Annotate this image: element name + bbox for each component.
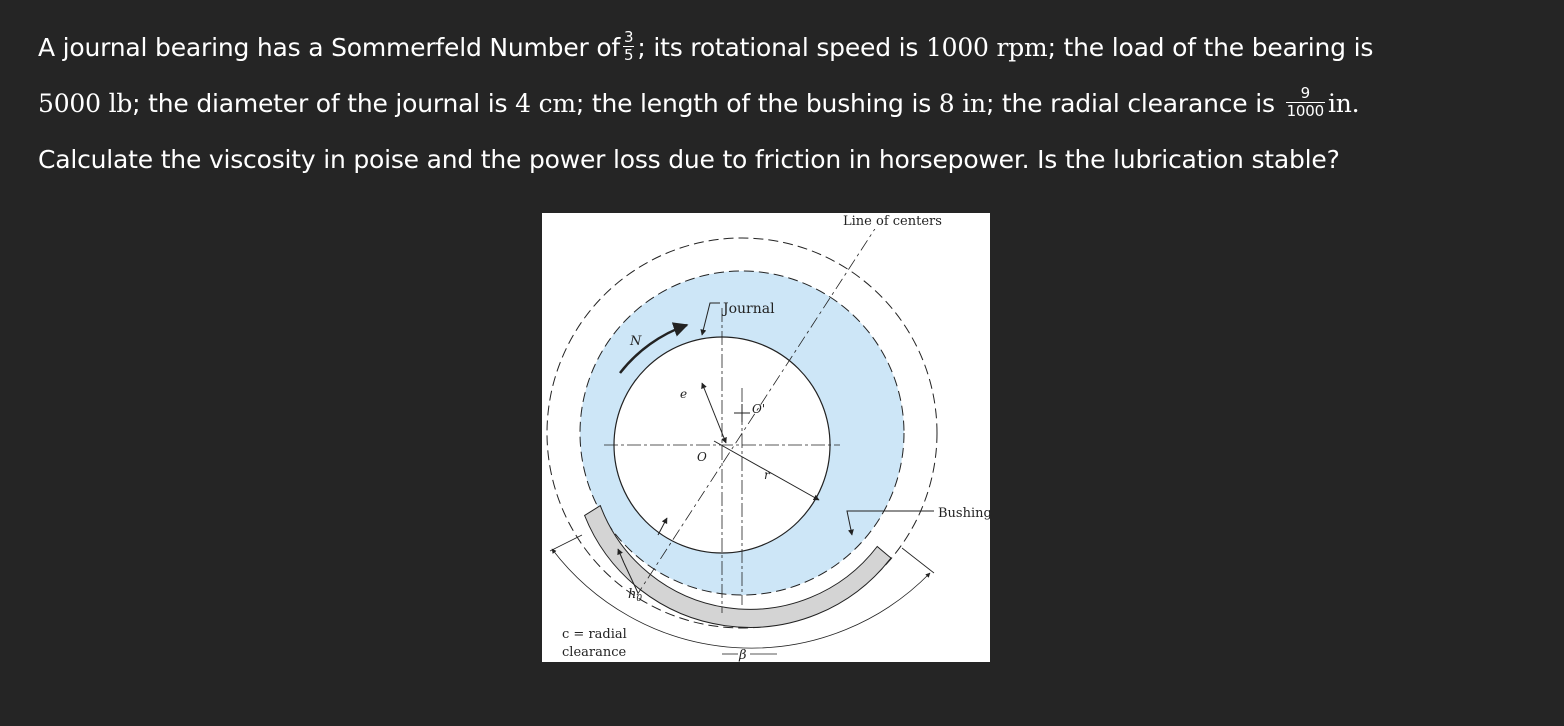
label-background [935,504,990,521]
bearing-diagram: Line of centers Journal Bushing N e O' O… [546,213,990,662]
problem-text: ; the length of the bushing is [575,89,939,118]
problem-statement: A journal bearing has a Sommerfeld Numbe… [38,20,1538,188]
load-value: 5000 lb [38,89,133,118]
speed-value: 1000 rpm [925,33,1048,62]
bushing-label: Bushing [938,506,990,521]
journal-label: Journal [721,301,775,317]
beta-arc-arrow [551,548,931,649]
bushing-leader [846,510,934,536]
bushing-outer-outline [546,237,938,629]
radial-clearance-label: c = radial [562,627,627,642]
journal-bearing-figure: Line of centers Journal Bushing N e O' O… [542,213,990,662]
min-film-thickness-label: h0 [628,587,642,604]
fraction-denominator: 5 [624,45,634,64]
problem-text: ; the diameter of the journal is [132,89,516,118]
problem-text: its rotational speed is [645,33,926,62]
h0-symbol: h [628,587,636,602]
radius-arrow [713,440,820,501]
beta-label: β [738,648,747,662]
h0-subscript: 0 [636,594,642,604]
problem-question: Calculate the viscosity in poise and the… [38,145,1340,174]
beta-extension-line [549,534,583,552]
problem-text: ; the load of the bearing is [1047,33,1374,62]
diameter-value: 4 cm [515,89,576,118]
line-of-centers [636,220,881,596]
label-background [838,213,944,229]
eccentricity-arrow [701,382,727,444]
problem-text: ; [637,33,646,62]
eccentricity-label: e [680,387,687,401]
fraction-numerator: 9 [1285,84,1325,103]
length-value: 8 in [938,89,986,118]
journal-leader [700,302,720,336]
problem-line-3: Calculate the viscosity in poise and the… [38,132,1538,188]
h0-arrow [657,517,668,536]
beta-extension-line [901,547,935,574]
radial-clearance-label-2: clearance [562,645,627,660]
bearing-center-label: O [697,450,707,464]
problem-line-1: A journal bearing has a Sommerfeld Numbe… [38,20,1538,76]
radius-label: r [764,468,771,482]
rotation-arrow [619,322,689,374]
journal-center-label: O' [752,402,765,416]
clearance-unit: in. [1327,89,1360,118]
problem-text: ; the radial clearance is [985,89,1283,118]
line-of-centers-label: Line of centers [843,214,942,229]
rotation-speed-label: N [629,334,642,349]
problem-text: A journal bearing has a Sommerfeld Numbe… [38,33,621,62]
fraction-denominator: 1000 [1286,101,1325,120]
problem-line-2: 5000 lb; the diameter of the journal is … [38,76,1538,132]
fraction-numerator: 3 [623,27,635,47]
